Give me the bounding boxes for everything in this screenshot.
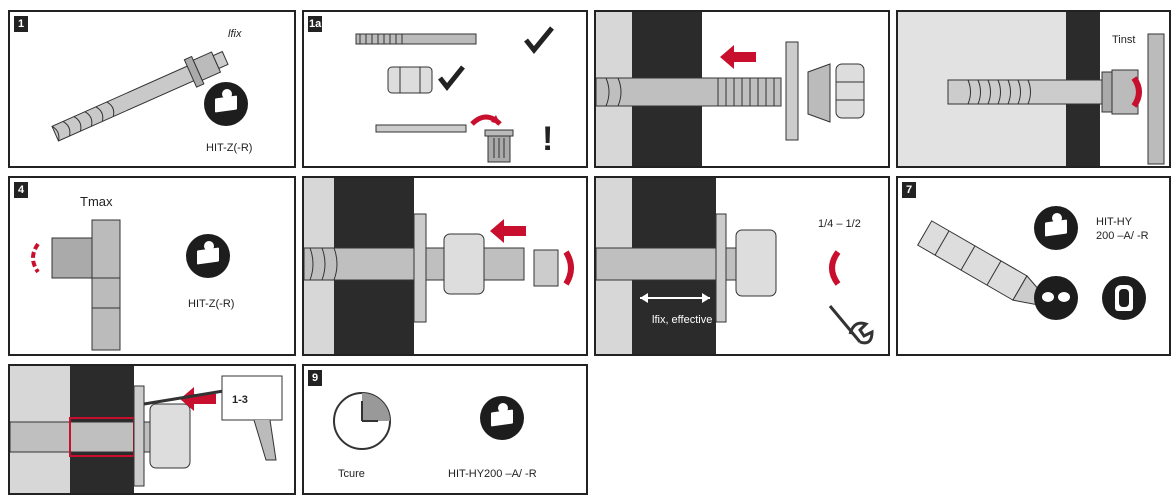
manual-icon (204, 82, 248, 126)
rotation-arrow-icon (33, 244, 38, 272)
goggles-icon (1034, 276, 1078, 320)
manual-icon (480, 396, 524, 440)
lfix-label: lfix (228, 28, 241, 40)
product-label: HIT-HY200 –A/ -R (448, 468, 537, 480)
turn-fraction-label: 1/4 – 1/2 (818, 218, 861, 230)
dispenser-icon (222, 376, 282, 460)
step-4-panel: 4 Tmax HIT-Z(-R) (8, 176, 296, 356)
product-line-1: HIT-HY (1096, 216, 1132, 228)
inject-mortar-illustration (10, 366, 296, 495)
product-line-2: 200 –A/ -R (1096, 230, 1149, 242)
gloves-icon (1102, 276, 1146, 320)
manual-icon (186, 234, 230, 278)
checkmark-icon (440, 67, 463, 87)
product-label: HIT-Z(-R) (188, 298, 234, 310)
mortar-cartridge-illustration (898, 178, 1171, 356)
stroke-count-label: 1-3 (232, 394, 248, 406)
step-2-panel: 2 (594, 10, 890, 168)
step-3-panel: 3 Tinst (896, 10, 1171, 168)
tcure-label: Tcure (338, 468, 365, 480)
wrench-icon (830, 306, 872, 343)
torque-wrench-illustration (10, 178, 296, 356)
step-9-panel: 9 Tcure HIT-HY200 –A/ -R (302, 364, 588, 495)
push-arrow-icon (490, 219, 526, 243)
push-arrow-icon (720, 45, 756, 69)
step-8-panel: 8 1-3 (8, 364, 296, 495)
product-label: HIT-Z(-R) (206, 142, 252, 154)
effective-length-illustration (596, 178, 890, 356)
rotation-arrow-icon (832, 252, 838, 284)
checkmark-icon (526, 28, 552, 50)
anchor-rod-illustration (10, 12, 296, 168)
remove-nut-illustration (304, 178, 588, 356)
insert-rod-illustration (596, 12, 890, 168)
clock-icon (334, 393, 390, 449)
step-6-panel: 6 1/4 – 1/2 lfix, effective (594, 176, 890, 356)
step-1a-panel: 1a ! (302, 10, 588, 168)
step-1-panel: 1 lfix HIT-Z(-R) (8, 10, 296, 168)
tinst-label: Tinst (1112, 34, 1135, 46)
step-7-panel: 7 HIT-HY 200 –A/ -R (896, 176, 1171, 356)
rotation-arrow-icon (566, 252, 571, 284)
step-5-panel: 5 (302, 176, 588, 356)
lfix-effective-label: lfix, effective (652, 314, 712, 326)
exclamation-icon: ! (542, 120, 553, 159)
trash-bin-icon (485, 130, 513, 162)
manual-icon (1034, 206, 1078, 250)
